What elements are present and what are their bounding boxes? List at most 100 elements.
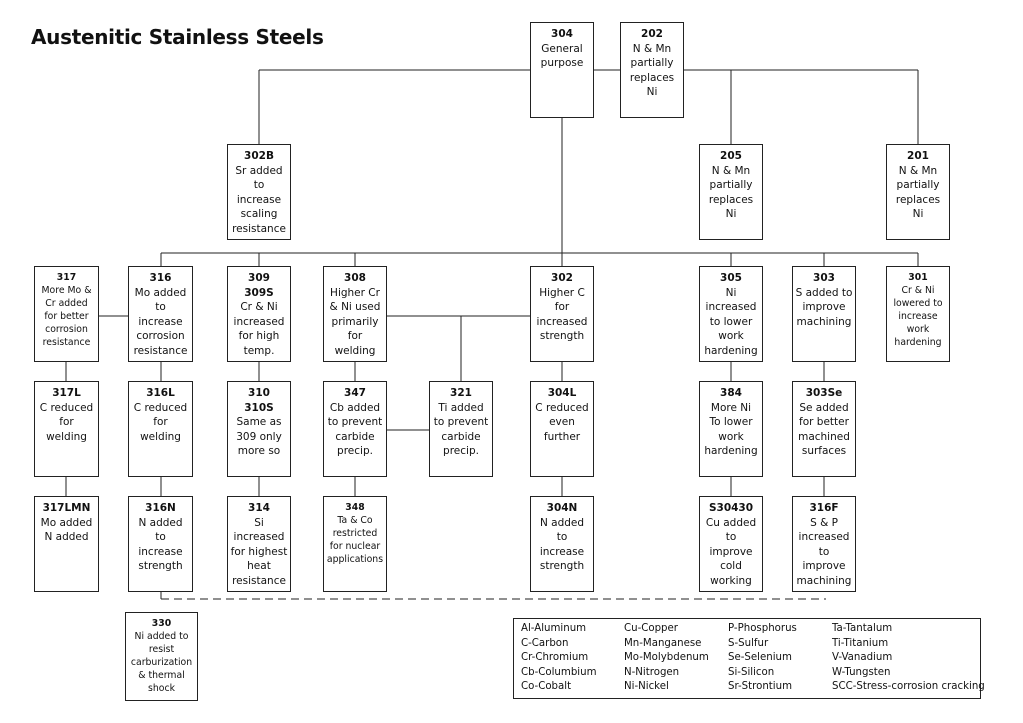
grade-box-301: 301 Cr & Ni lowered to increase work har… <box>886 266 950 362</box>
legend-entry: Ta-Tantalum <box>832 623 893 634</box>
legend-column-4: Ta-Tantalum Ti-Titanium V-Vanadium W-Tun… <box>832 622 985 695</box>
grade-description: Cr & Ni lowered to increase work hardeni… <box>893 285 943 348</box>
legend-entry: Cu-Copper <box>624 623 678 634</box>
grade-description: N added to increase strength <box>138 516 183 573</box>
grade-number: 302 <box>551 272 573 284</box>
grade-description: Same as 309 only more so <box>236 416 282 458</box>
legend-entry: N-Nitrogen <box>624 666 680 678</box>
grade-description: Se added for better machined surfaces <box>798 401 850 458</box>
legend-entry: C-Carbon <box>521 637 569 649</box>
legend-entry: Se-Selenium <box>728 652 792 664</box>
legend-column-2: Cu-Copper Mn-Manganese Mo-Molybdenum N-N… <box>624 622 709 695</box>
grade-number: 202 <box>641 28 663 40</box>
legend-entry: Cr-Chromium <box>521 652 589 664</box>
grade-number: 314 <box>248 502 270 514</box>
grade-number: 316 <box>149 272 172 284</box>
grade-number: 347 <box>344 387 366 399</box>
grade-description: S & P increased to improve machining <box>796 516 852 587</box>
legend-entry: W-Tungsten <box>832 666 891 678</box>
grade-description: Ta & Co restricted for nuclear applicati… <box>326 515 384 565</box>
grade-number: 304N <box>546 502 578 514</box>
grade-number: 308 <box>344 272 366 284</box>
grade-number: 316N <box>145 502 176 514</box>
grade-number: 348 <box>345 502 365 513</box>
grade-number: 309 309S <box>244 272 274 299</box>
grade-box-317L: 317L C reduced for welding <box>34 381 99 477</box>
legend-entry: Mo-Molybdenum <box>624 652 709 664</box>
grade-description: N & Mn partially replaces Ni <box>895 164 941 221</box>
grade-description: More Mo & Cr added for better corrosion … <box>41 285 92 348</box>
grade-box-314: 314 Si increased for highest heat resist… <box>227 496 291 592</box>
grade-description: Ni added to resist carburization & therm… <box>130 631 193 694</box>
grade-number: 317L <box>52 387 81 399</box>
grade-box-304L: 304L C reduced even further <box>530 381 594 477</box>
grade-box-316N: 316N N added to increase strength <box>128 496 193 592</box>
grade-box-304N: 304N N added to increase strength <box>530 496 594 592</box>
legend-entry: P-Phosphorus <box>728 623 797 634</box>
grade-box-201: 201 N & Mn partially replaces Ni <box>886 144 950 240</box>
grade-description: Higher C for increased strength <box>536 286 588 343</box>
legend-entry: S-Sulfur <box>728 637 769 649</box>
grade-box-316L: 316L C reduced for welding <box>128 381 193 477</box>
grade-number: 305 <box>720 272 742 284</box>
element-legend: Al-Aluminum C-Carbon Cr-Chromium Cb-Colu… <box>513 618 985 699</box>
grade-number: 302B <box>244 150 274 162</box>
grade-description: General purpose <box>540 42 584 70</box>
grade-number: S30430 <box>708 502 754 514</box>
grade-description: Sr added to increase scaling resistance <box>232 164 286 235</box>
grade-box-316: 316 Mo added to increase corrosion resis… <box>128 266 193 362</box>
grade-box-304: 304 General purpose <box>530 22 594 118</box>
legend-entry: Ni-Nickel <box>624 681 669 693</box>
grade-number: 304L <box>547 387 577 399</box>
grade-description: Cr & Ni increased for high temp. <box>233 301 285 357</box>
grade-box-309S: 309 309S Cr & Ni increased for high temp… <box>227 266 291 362</box>
grade-number: 201 <box>907 150 929 162</box>
grade-description: C reduced even further <box>535 401 589 443</box>
legend-entry: Co-Cobalt <box>521 681 572 693</box>
grade-description: Si increased for highest heat resistance <box>230 516 288 587</box>
legend-entry: Mn-Manganese <box>624 637 702 649</box>
grade-description: Ti added to prevent carbide precip. <box>433 401 489 458</box>
grade-description: N & Mn partially replaces Ni <box>629 42 675 99</box>
grade-box-330: 330 Ni added to resist carburization & t… <box>125 612 198 701</box>
grade-number: 330 <box>151 618 172 629</box>
grade-number: 316F <box>809 502 839 514</box>
grade-description: Cu added to improve cold working <box>705 516 757 587</box>
grade-box-S30430: S30430 Cu added to improve cold working <box>699 496 763 592</box>
grade-number: 316L <box>146 387 175 399</box>
grade-description: N added to increase strength <box>539 516 585 573</box>
legend-column-1: Al-Aluminum C-Carbon Cr-Chromium Cb-Colu… <box>521 622 597 695</box>
grade-box-202: 202 N & Mn partially replaces Ni <box>620 22 684 118</box>
grade-description: Mo added N added <box>40 516 93 544</box>
grade-number: 205 <box>720 150 742 162</box>
grade-number: 317LMN <box>42 502 91 514</box>
legend-entry: Ti-Titanium <box>832 637 889 649</box>
grade-box-384: 384 More Ni To lower work hardening <box>699 381 763 477</box>
grade-box-303Se: 303Se Se added for better machined surfa… <box>792 381 856 477</box>
legend-entry: Sr-Strontium <box>728 681 792 693</box>
grade-number: 303 <box>813 272 835 284</box>
grade-description: C reduced for welding <box>133 401 188 443</box>
grade-box-302B: 302B Sr added to increase scaling resist… <box>227 144 291 240</box>
grade-box-321: 321 Ti added to prevent carbide precip. <box>429 381 493 477</box>
grade-box-316F: 316F S & P increased to improve machinin… <box>792 496 856 592</box>
grade-description: Higher Cr & Ni used primarily for weldin… <box>329 286 381 357</box>
grade-box-302: 302 Higher C for increased strength <box>530 266 594 362</box>
grade-box-305: 305 Ni increased to lower work hardening <box>699 266 763 362</box>
grade-box-310S: 310 310S Same as 309 only more so <box>227 381 291 477</box>
grade-box-205: 205 N & Mn partially replaces Ni <box>699 144 763 240</box>
grade-number: 321 <box>450 387 472 399</box>
legend-entry: Al-Aluminum <box>521 623 587 634</box>
page-title: Austenitic Stainless Steels <box>31 25 324 49</box>
grade-box-308: 308 Higher Cr & Ni used primarily for we… <box>323 266 387 362</box>
grade-description: Mo added to increase corrosion resistanc… <box>133 286 188 357</box>
grade-number: 384 <box>720 387 742 399</box>
grade-number: 303Se <box>805 387 843 399</box>
legend-column-3: P-Phosphorus S-Sulfur Se-Selenium Si-Sil… <box>728 622 797 695</box>
grade-number: 301 <box>908 272 928 283</box>
grade-description: Ni increased to lower work hardening <box>704 286 758 357</box>
grade-number: 317 <box>56 272 77 283</box>
grade-box-303: 303 S added to improve machining <box>792 266 856 362</box>
grade-box-317LMN: 317LMN Mo added N added <box>34 496 99 592</box>
